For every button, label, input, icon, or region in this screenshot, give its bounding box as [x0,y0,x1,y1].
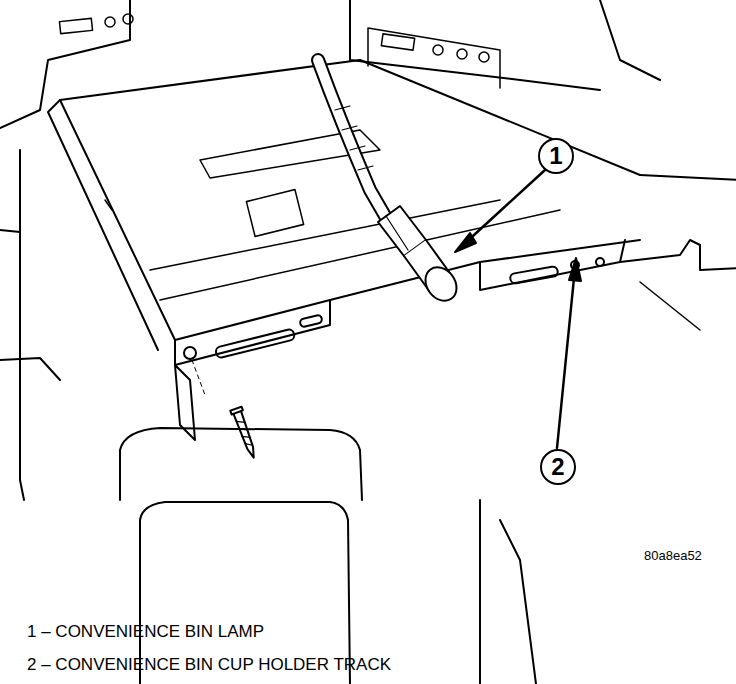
callout-circle: 2 [540,449,576,485]
figure-code: 80a8ea52 [644,548,702,563]
callout-number: 1 [549,144,562,168]
part-legend-text: 1 – CONVENIENCE BIN LAMP [27,622,264,642]
part-legend-text: 2 – CONVENIENCE BIN CUP HOLDER TRACK [27,655,391,675]
callout-circle: 1 [538,138,574,174]
callout-number: 2 [551,455,564,479]
